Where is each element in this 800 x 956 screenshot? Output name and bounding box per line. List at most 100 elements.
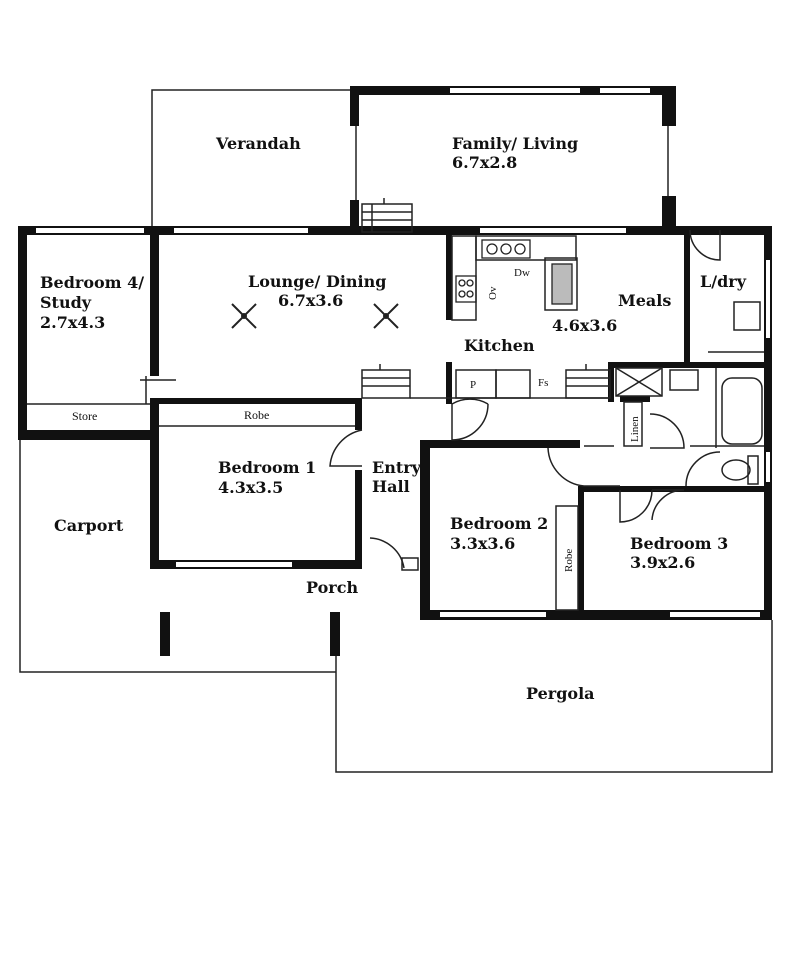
island-hatch-icon <box>551 263 573 305</box>
linen-cupboard <box>623 401 643 447</box>
window-family-2 <box>600 88 650 93</box>
window-lounge <box>174 228 308 233</box>
bed4-left-wall <box>18 226 27 440</box>
stairs-kitchen <box>565 364 611 399</box>
toilet-cistern <box>747 455 759 485</box>
room-label-bedroom1: Bedroom 1 <box>218 458 316 477</box>
stairs-lounge <box>361 364 411 399</box>
fixture-label-fridge: Fs <box>538 377 548 389</box>
stairs-family <box>361 198 413 233</box>
family-right-wall-top <box>662 86 676 126</box>
thin-lines <box>27 126 764 611</box>
outdoor-outlines <box>19 89 773 773</box>
bath-top-wall <box>608 362 768 368</box>
robe-bed2-box <box>555 505 579 611</box>
bed4-right-wall-top <box>150 226 159 376</box>
room-label-verandah: Verandah <box>215 134 301 153</box>
entry-right-wall <box>420 446 430 620</box>
bed1-top-wall <box>150 398 362 404</box>
room-size-bedroom4: 2.7x4.3 <box>40 313 105 332</box>
laundry-tub <box>733 301 761 331</box>
room-label-meals: Meals <box>618 291 671 310</box>
kitchen-divider <box>446 234 452 320</box>
bed2-top-wall <box>420 440 580 448</box>
cooktop-icon <box>455 275 477 303</box>
door-bath <box>649 413 685 449</box>
door-bed2 <box>547 447 620 487</box>
room-label-robe-bed2: Robe <box>563 549 575 572</box>
kitchen-divider-lower <box>446 362 452 404</box>
shower-cross-2 <box>615 367 663 397</box>
room-label-hall: Hall <box>372 477 410 496</box>
porch-post <box>330 612 340 656</box>
posts <box>160 612 340 656</box>
room-label-lounge-dining: Lounge/ Dining <box>248 272 386 291</box>
window-laundry <box>766 260 770 338</box>
room-label-porch: Porch <box>306 578 358 597</box>
door-hall <box>651 489 685 521</box>
door-toilet <box>685 451 721 487</box>
window-bed3 <box>670 612 760 617</box>
fixture-label-oven: Ov <box>487 286 499 300</box>
window-openings <box>36 88 770 617</box>
bed4-right-wall-bottom <box>150 398 159 568</box>
carport-post <box>160 612 170 656</box>
room-label-entry: Entry <box>372 458 422 477</box>
room-size-bedroom1: 4.3x3.5 <box>218 478 283 497</box>
window-bed1 <box>176 562 292 567</box>
fixture-label-dishwasher: Dw <box>514 267 530 279</box>
bathtub <box>721 377 763 445</box>
family-left-wall-bottom <box>350 200 359 230</box>
verandah-outline <box>151 89 356 226</box>
room-size-bedroom2: 3.3x3.6 <box>450 534 515 553</box>
door-bed4 <box>140 376 176 404</box>
room-label-bedroom4: Bedroom 4/ <box>40 273 144 292</box>
fixture-label-pantry: P <box>470 379 476 391</box>
main-top-wall <box>18 226 772 235</box>
window-bed2 <box>440 612 546 617</box>
room-label-linen: Linen <box>629 416 641 442</box>
window-bed4 <box>36 228 144 233</box>
carport-outline <box>19 440 336 673</box>
family-right-wall-bottom <box>662 196 676 230</box>
room-label-bedroom3: Bedroom 3 <box>630 534 728 553</box>
ceiling-fans <box>231 303 399 329</box>
stairs <box>361 198 611 399</box>
bath-left-wall <box>608 362 614 402</box>
door-porch <box>369 537 405 569</box>
window-bath <box>766 452 770 482</box>
room-label-pergola: Pergola <box>526 684 595 703</box>
window-family-1 <box>450 88 580 93</box>
room-label-family-living: Family/ Living <box>452 134 578 153</box>
door-entry <box>329 429 363 467</box>
door-laundry <box>689 229 721 261</box>
room-label-bedroom2: Bedroom 2 <box>450 514 548 533</box>
bed3-top-wall <box>578 486 772 492</box>
room-label-store: Store <box>72 409 97 423</box>
bed3-left-wall <box>578 490 584 620</box>
window-kitchen <box>480 228 626 233</box>
ceiling-fan-icon <box>231 303 257 329</box>
labels: Verandah Family/ Living 6.7x2.8 Bedroom … <box>40 134 747 703</box>
room-size-meals: 4.6x3.6 <box>552 316 617 335</box>
door-kitchen <box>451 398 489 441</box>
kitchen-bench-top <box>475 235 577 261</box>
door-swings <box>140 229 721 569</box>
ceiling-fan-icon <box>373 303 399 329</box>
right-wall <box>764 226 772 620</box>
bed1-right-wall-bottom <box>355 470 362 569</box>
room-size-family-living: 6.7x2.8 <box>452 153 517 172</box>
kitchen-island <box>544 257 578 311</box>
door-bed3 <box>619 489 653 523</box>
basin <box>669 369 699 391</box>
room-label-carport: Carport <box>54 516 124 535</box>
room-label-kitchen: Kitchen <box>464 336 535 355</box>
front-bottom-wall <box>420 610 772 620</box>
shower <box>615 367 663 397</box>
sink-icon <box>481 239 531 259</box>
bed4-bottom-wall <box>18 430 158 440</box>
family-left-wall-top <box>350 86 359 126</box>
room-label-robe-bed1: Robe <box>244 408 269 422</box>
pergola-outline <box>335 620 773 773</box>
